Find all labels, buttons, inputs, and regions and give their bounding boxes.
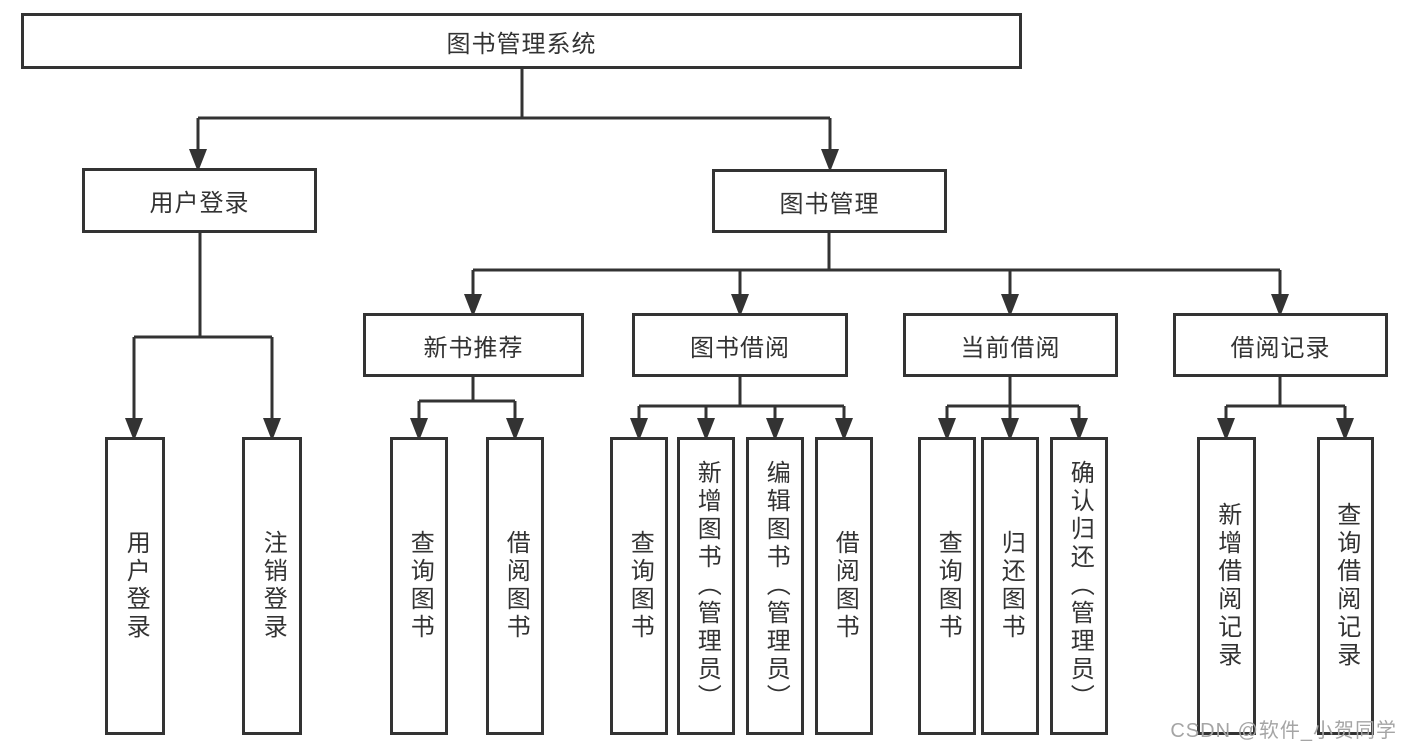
- node-borrowing-records: 借阅记录: [1173, 313, 1388, 377]
- leaf-current-query-books: 查询图书: [918, 437, 976, 735]
- leaf-user-login: 用户登录: [105, 437, 165, 735]
- leaf-current-query-books-label: 查询图书: [934, 530, 962, 642]
- leaf-edit-books-admin-label: 编辑图书（管理员）: [762, 460, 790, 712]
- node-user-login: 用户登录: [82, 168, 317, 233]
- arrowheads: [125, 149, 1354, 441]
- leaf-query-borrow-record-label: 查询借阅记录: [1332, 502, 1360, 670]
- leaf-borrow-books: 借阅图书: [815, 437, 873, 735]
- leaf-return-books-label: 归还图书: [997, 530, 1025, 642]
- node-book-management-label: 图书管理: [779, 190, 880, 218]
- leaf-user-login-label: 用户登录: [122, 530, 150, 642]
- node-current-borrowing: 当前借阅: [903, 313, 1118, 377]
- leaf-borrowing-query-books-label: 查询图书: [626, 530, 654, 642]
- leaf-return-books: 归还图书: [981, 437, 1039, 735]
- connector-lines: [132, 69, 1347, 421]
- leaf-recommend-query-books: 查询图书: [390, 437, 448, 735]
- leaf-add-books-admin-label: 新增图书（管理员）: [693, 460, 721, 712]
- node-new-book-recommendation-label: 新书推荐: [423, 334, 524, 362]
- node-current-borrowing-label: 当前借阅: [960, 334, 1061, 362]
- leaf-edit-books-admin: 编辑图书（管理员）: [746, 437, 804, 735]
- leaf-confirm-return-admin-label: 确认归还（管理员）: [1066, 460, 1094, 712]
- leaf-add-books-admin: 新增图书（管理员）: [677, 437, 735, 735]
- leaf-recommend-borrow-books: 借阅图书: [486, 437, 544, 735]
- leaf-logout: 注销登录: [242, 437, 302, 735]
- leaf-recommend-borrow-books-label: 借阅图书: [502, 530, 530, 642]
- node-book-borrowing-label: 图书借阅: [690, 334, 790, 362]
- node-new-book-recommendation: 新书推荐: [363, 313, 584, 377]
- leaf-add-borrow-record: 新增借阅记录: [1197, 437, 1256, 735]
- leaf-borrow-books-label: 借阅图书: [831, 530, 859, 642]
- leaf-recommend-query-books-label: 查询图书: [406, 530, 434, 642]
- leaf-logout-label: 注销登录: [259, 530, 287, 642]
- leaf-query-borrow-record: 查询借阅记录: [1317, 437, 1374, 735]
- node-book-management: 图书管理: [712, 169, 947, 233]
- node-book-borrowing: 图书借阅: [632, 313, 848, 377]
- node-user-login-label: 用户登录: [149, 190, 250, 217]
- node-root-system-label: 图书管理系统: [446, 30, 597, 58]
- leaf-confirm-return-admin: 确认归还（管理员）: [1050, 437, 1108, 735]
- node-root-system: 图书管理系统: [21, 13, 1022, 69]
- node-borrowing-records-label: 借阅记录: [1230, 334, 1331, 362]
- csdn-watermark: CSDN @软件_小贺同学: [1170, 720, 1397, 742]
- leaf-borrowing-query-books: 查询图书: [610, 437, 668, 735]
- leaf-add-borrow-record-label: 新增借阅记录: [1213, 502, 1241, 670]
